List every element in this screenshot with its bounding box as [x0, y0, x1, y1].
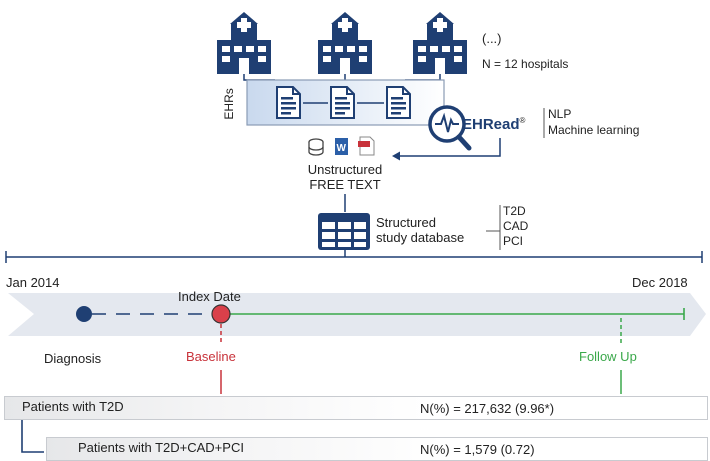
pdf-file-icon [358, 136, 375, 156]
database-table-icon [318, 213, 370, 250]
cohort-label-t2d: Patients with T2D [22, 399, 124, 414]
ehrs-label: EHRs [221, 88, 236, 120]
hospital-icon-1 [217, 12, 271, 74]
database-icon [308, 138, 324, 156]
cohort-n-t2d-cad-pci: N(%) = 1,579 (0.72) [420, 442, 535, 457]
word-file-icon: W [335, 138, 348, 155]
condition-t2d: T2D [503, 204, 526, 218]
unstructured-label: Unstructured FREE TEXT [280, 162, 410, 193]
document-icon-3 [386, 86, 411, 119]
cohort-label-t2d-cad-pci: Patients with T2D+CAD+PCI [78, 440, 244, 455]
cohort-n-t2d: N(%) = 217,632 (9.96*) [420, 401, 555, 416]
ml-label: Machine learning [548, 123, 640, 137]
index-date-label: Index Date [178, 289, 241, 304]
structured-label: Structured study database [376, 215, 465, 246]
hospitals-count: N = 12 hospitals [482, 57, 569, 71]
condition-cad: CAD [503, 219, 529, 233]
document-icon-2 [330, 86, 355, 119]
hospital-icon-2 [318, 12, 372, 74]
cohort-row-t2d-cad-pci [46, 437, 708, 461]
timeline-end: Dec 2018 [632, 275, 688, 290]
ehread-logo: EHRead® [462, 116, 525, 133]
diagnosis-label: Diagnosis [44, 351, 102, 366]
structured-line1: Structured [376, 215, 436, 230]
diagnosis-marker [76, 306, 92, 322]
svg-text:W: W [337, 143, 347, 154]
cohort-row-t2d [4, 396, 708, 420]
follow-up-label: Follow Up [579, 349, 637, 364]
condition-pci: PCI [503, 234, 524, 248]
magnifier-icon [428, 105, 472, 151]
timeline-start: Jan 2014 [6, 275, 60, 290]
unstructured-line2: FREE TEXT [309, 176, 381, 192]
hospital-icon-3 [413, 12, 467, 74]
baseline-marker [211, 304, 231, 324]
hospitals-ellipsis: (...) [482, 31, 502, 46]
document-icon-1 [276, 86, 301, 119]
ehread-mark: ® [519, 116, 526, 125]
unstructured-line1: Unstructured [307, 162, 383, 177]
ehread-label: EHRead [462, 116, 520, 133]
nlp-label: NLP [548, 107, 572, 121]
baseline-label: Baseline [186, 349, 236, 364]
structured-line2: study database [376, 229, 465, 245]
